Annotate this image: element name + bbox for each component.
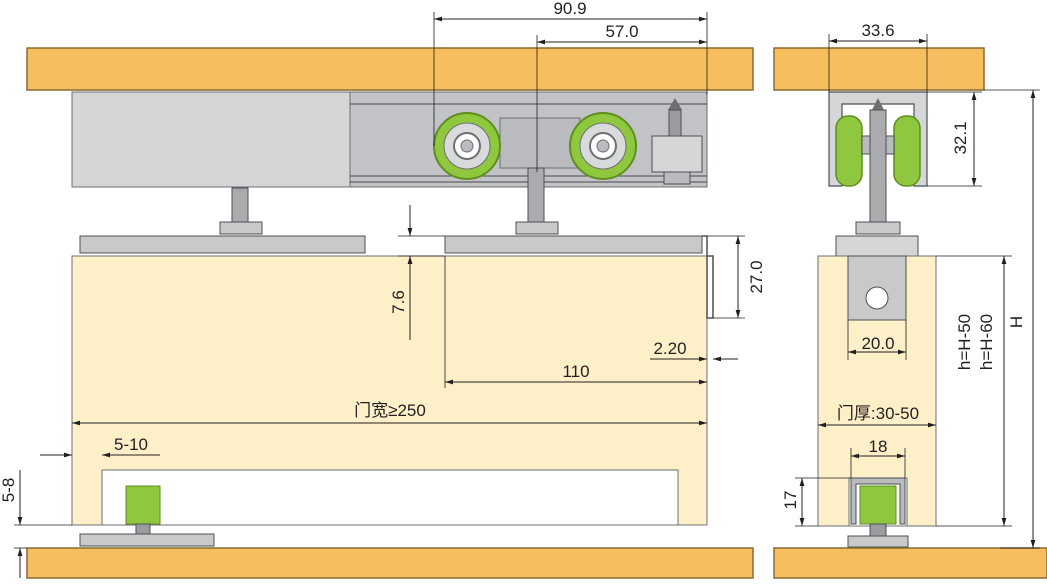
dim-bracket-width: 110 bbox=[444, 256, 707, 388]
dim-bracket-height-label: 27.0 bbox=[747, 260, 766, 293]
dim-side-bracket-width-label: 20.0 bbox=[861, 334, 894, 353]
side-ceiling-plank bbox=[773, 47, 985, 91]
roller-wheel-left bbox=[433, 112, 501, 180]
end-stop bbox=[651, 98, 703, 185]
dim-guide-offset-label: 5-10 bbox=[114, 435, 148, 454]
side-bolt bbox=[869, 109, 887, 231]
dim-floor-gap: 5-8 bbox=[0, 470, 72, 578]
side-view: 33.6 32.1 20.0 门厚:30-50 18 17 bbox=[773, 21, 1047, 579]
dim-guide-width-label: 18 bbox=[869, 437, 888, 456]
dim-track-width-label: 33.6 bbox=[861, 21, 894, 40]
dim-door-height: h=H-50 h=H-60 bbox=[936, 255, 1012, 527]
mounting-plate-right bbox=[444, 235, 703, 254]
dim-door-height-label-b: h=H-60 bbox=[977, 314, 996, 370]
dim-total-height-label: H bbox=[1007, 316, 1026, 328]
side-wheel-right bbox=[893, 115, 921, 187]
side-bracket-clamp bbox=[835, 235, 919, 257]
dim-track-height-label: 32.1 bbox=[951, 121, 970, 154]
dim-guide-depth-label: 17 bbox=[781, 491, 800, 510]
dim-door-width-label: 门宽≥250 bbox=[354, 401, 426, 420]
side-floor-guide-frame bbox=[850, 477, 906, 525]
dim-total-height: H bbox=[984, 89, 1040, 549]
dim-door-height-label-a: h=H-50 bbox=[955, 314, 974, 370]
dim-track-width: 33.6 bbox=[828, 21, 928, 92]
dim-floor-gap-label: 5-8 bbox=[0, 478, 18, 503]
dim-roller-span-label: 90.9 bbox=[553, 0, 586, 18]
front-view: 90.9 57.0 7.6 27.0 2.20 bbox=[0, 0, 766, 579]
ceiling-plank bbox=[26, 47, 754, 91]
dim-guide-depth: 17 bbox=[781, 477, 851, 527]
hanger-bolt-right bbox=[515, 167, 559, 235]
dim-door-width: 门宽≥250 bbox=[72, 401, 707, 426]
dim-roller-offset: 57.0 bbox=[536, 22, 707, 172]
dim-gap-label: 7.6 bbox=[389, 290, 408, 314]
dim-roller-offset-label: 57.0 bbox=[605, 22, 638, 41]
dim-door-thickness-label: 门厚:30-50 bbox=[837, 404, 919, 423]
side-bracket-hole bbox=[865, 286, 889, 310]
floor-plank bbox=[26, 547, 754, 579]
door-bottom-groove bbox=[101, 469, 679, 526]
dim-bracket-offset-label: 2.20 bbox=[653, 339, 686, 358]
floor-guide bbox=[79, 485, 215, 547]
dim-gap: 7.6 bbox=[389, 205, 445, 340]
side-wheel-left bbox=[835, 115, 863, 187]
dim-door-thickness: 门厚:30-50 bbox=[818, 404, 936, 428]
dim-guide-width: 18 bbox=[850, 437, 906, 478]
roller-wheel-right bbox=[569, 112, 637, 180]
side-nut bbox=[855, 221, 901, 235]
side-floor-guide bbox=[859, 485, 897, 525]
dim-track-height: 32.1 bbox=[927, 91, 982, 187]
dim-roller-span: 90.9 bbox=[433, 0, 708, 146]
track-housing bbox=[71, 91, 351, 188]
dim-side-bracket-width: 20.0 bbox=[847, 320, 907, 360]
side-floor-plank bbox=[773, 547, 1047, 579]
dim-guide-offset: 5-10 bbox=[40, 435, 160, 458]
dim-bracket-height: 27.0 bbox=[707, 235, 766, 319]
mounting-plate-left bbox=[79, 235, 366, 254]
dim-bracket-offset: 2.20 bbox=[650, 339, 738, 362]
dim-bracket-width-label: 110 bbox=[562, 362, 589, 381]
roller-carriage bbox=[499, 117, 581, 169]
side-floor-guide-base bbox=[847, 535, 909, 548]
hanger-bolt-left bbox=[219, 187, 263, 235]
